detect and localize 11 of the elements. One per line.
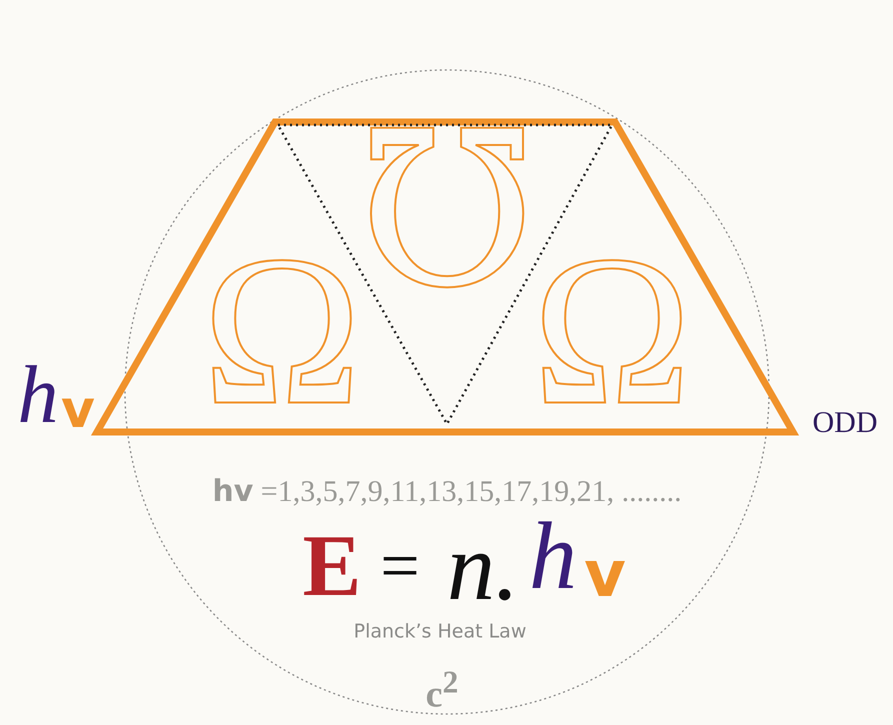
frequency-symbol: v [584, 543, 626, 607]
frequency-symbol: v [61, 384, 95, 436]
quantum-number-symbol: n. [447, 519, 519, 615]
c-squared-label: c$^{2}$ [426, 666, 458, 714]
caption-text: Planck’s Heat Law [354, 622, 526, 642]
sequence-text: hv =1,3,5,7,9,11,13,15,17,19,21, ........ [212, 477, 682, 507]
planck-constant-symbol: h [529, 508, 577, 604]
energy-symbol: E [302, 523, 362, 611]
odd-label: ODD [812, 408, 878, 438]
equals-sign: = [380, 532, 420, 602]
planck-constant-symbol: h [18, 354, 58, 436]
